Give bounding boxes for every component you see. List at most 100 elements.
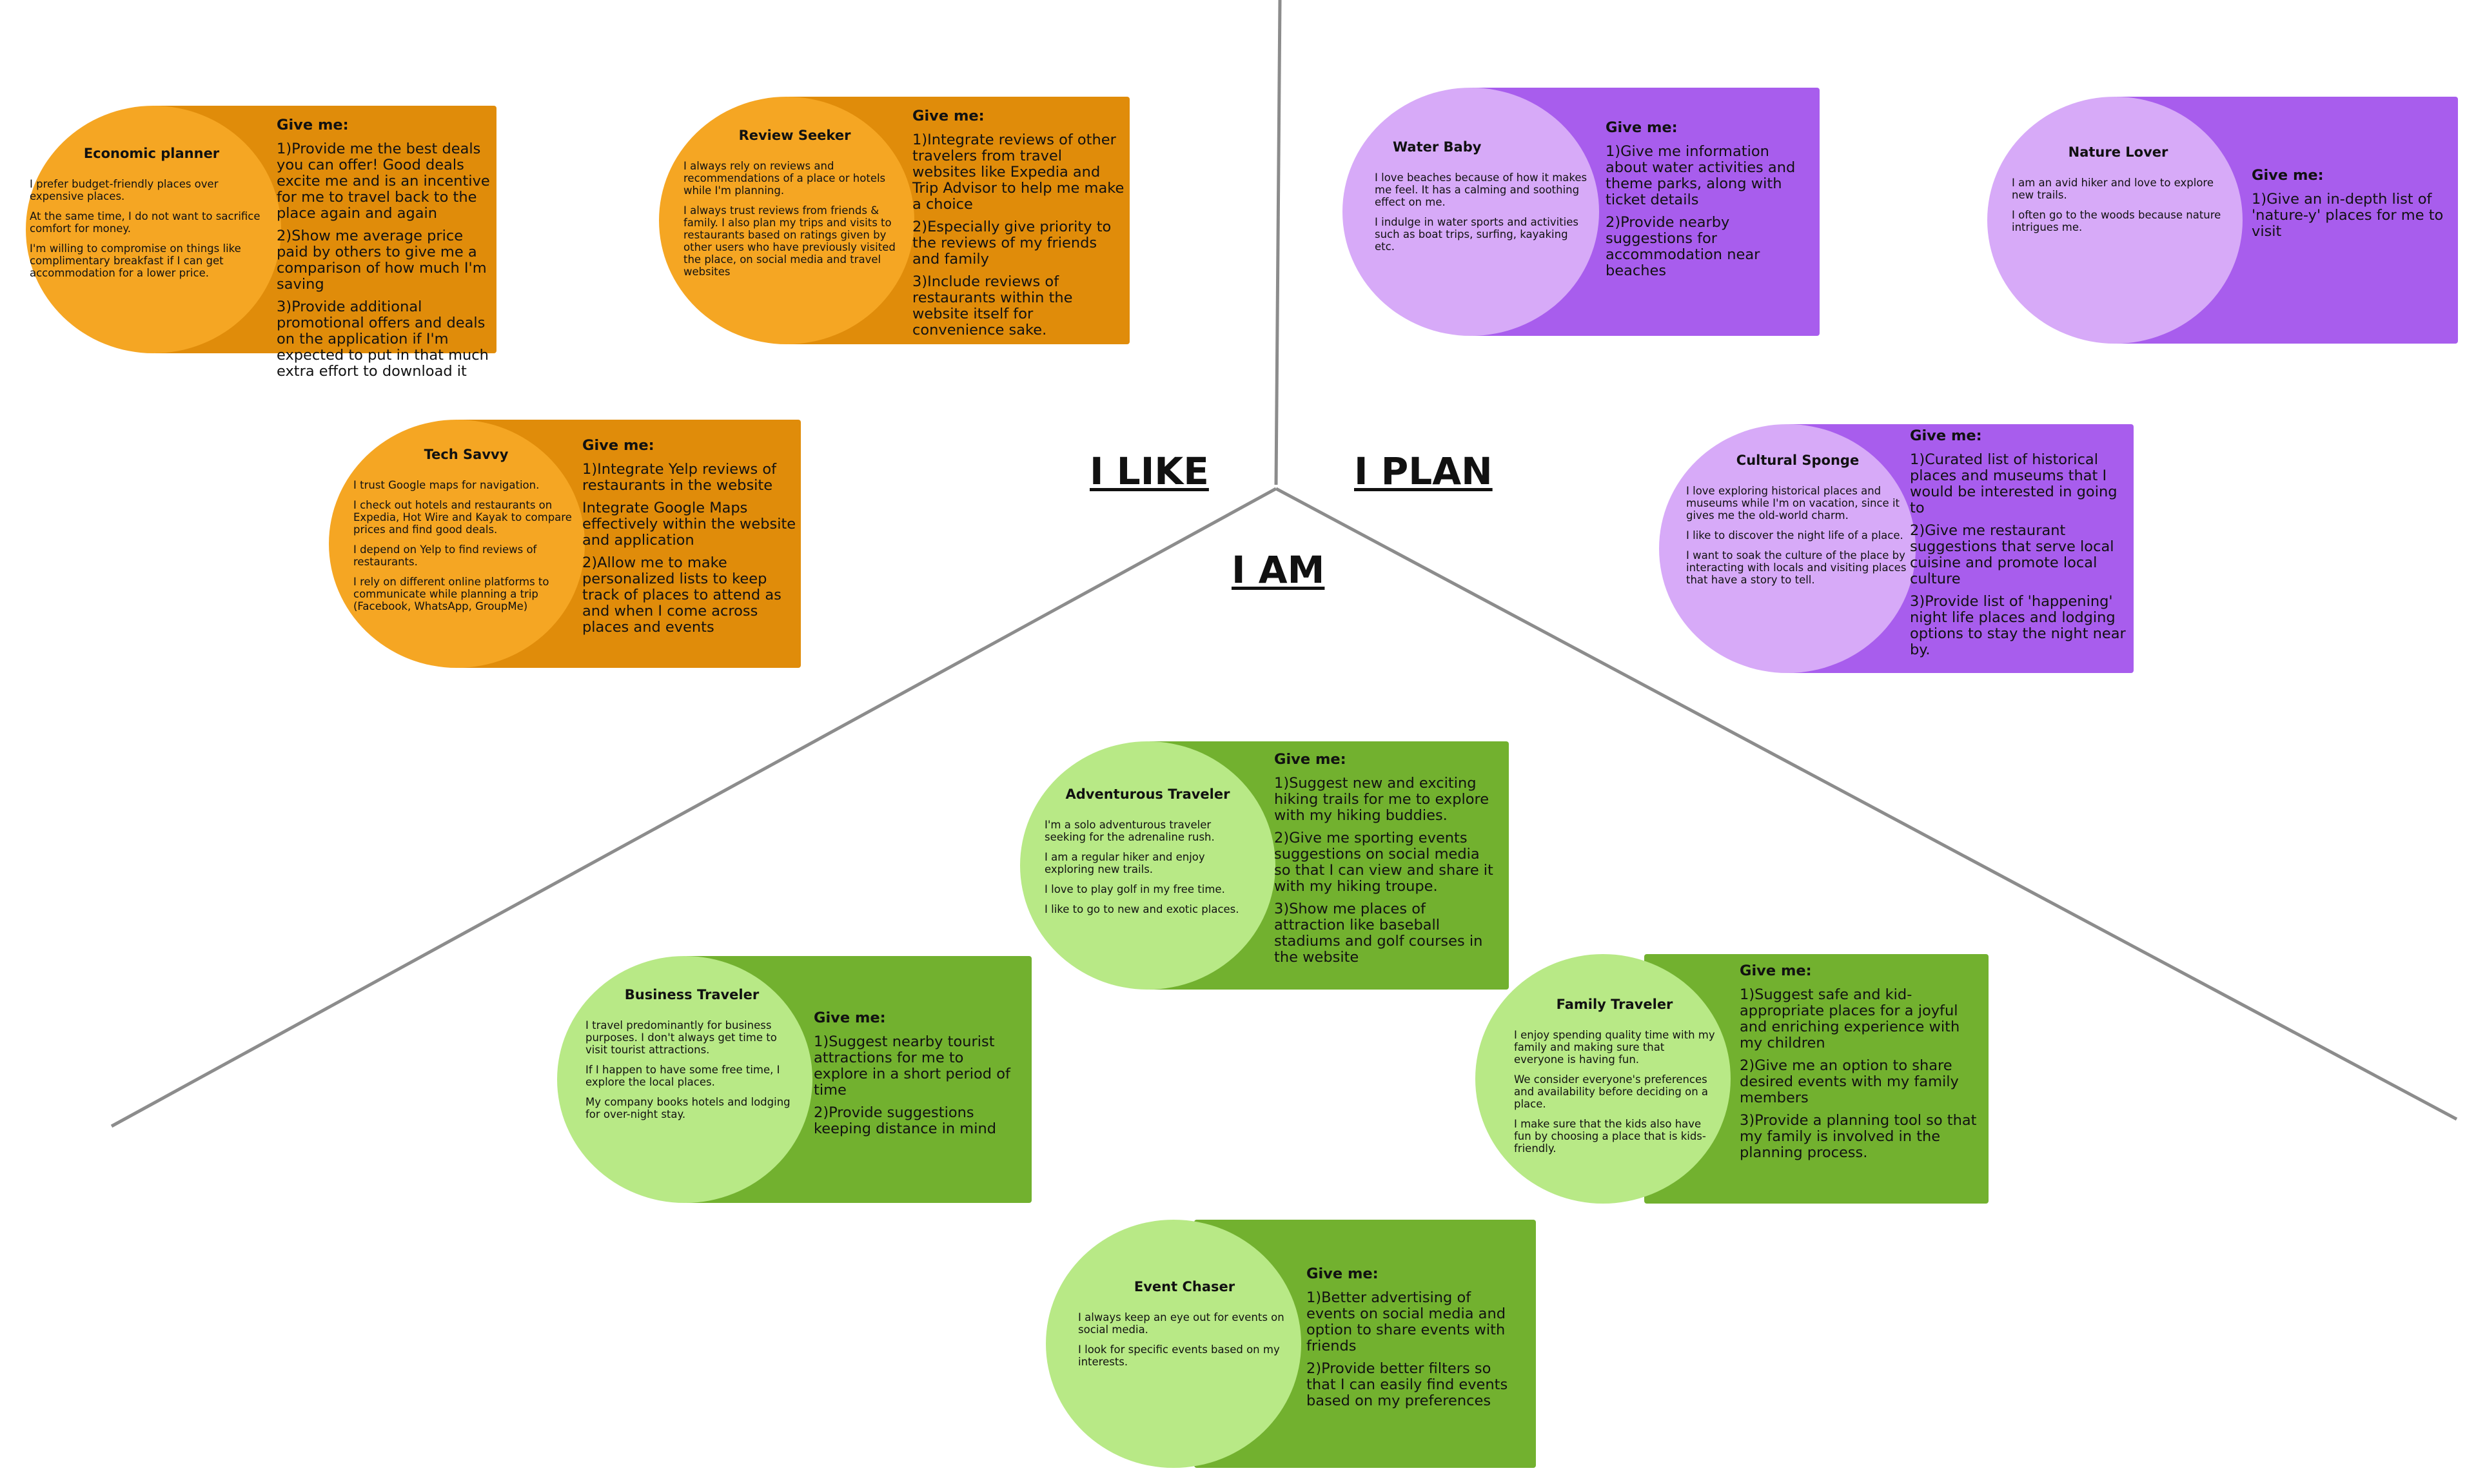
give-me-heading: Give me:: [1306, 1265, 1379, 1282]
persona-trait: My company books hotels and lodging for …: [585, 1096, 791, 1120]
needs-list: Give me: 1)Integrate Yelp reviews of res…: [582, 438, 796, 642]
need-item: 1)Suggest safe and kid-appropriate place…: [1740, 986, 1960, 1051]
persona-title: Review Seeker: [738, 128, 851, 143]
need-item: 2)Provide better filters so that I can e…: [1306, 1360, 1508, 1409]
section-label-i-like: I LIKE: [1090, 449, 1209, 493]
persona-trait: I travel predominantly for business purp…: [585, 1019, 777, 1056]
persona-title: Cultural Sponge: [1736, 453, 1860, 468]
needs-list: Give me: 1)Give an in-depth list of 'nat…: [2252, 168, 2451, 246]
give-me-heading: Give me:: [814, 1010, 886, 1026]
need-item: 2)Give me an option to share desired eve…: [1740, 1057, 1959, 1106]
persona-trait: We consider everyone's preferences and a…: [1514, 1073, 1709, 1110]
persona-description: Family Traveler I enjoy spending quality…: [1514, 997, 1715, 1162]
persona-title: Family Traveler: [1556, 997, 1673, 1012]
persona-trait: I make sure that the kids also have fun …: [1514, 1118, 1706, 1155]
persona-description: Business Traveler I travel predominantly…: [585, 987, 798, 1128]
persona-description: Tech Savvy I trust Google maps for navig…: [353, 447, 579, 620]
persona-card-nature-lover: Nature Lover I am an avid hiker and love…: [1987, 97, 2458, 344]
needs-list: Give me: 1)Integrate reviews of other tr…: [912, 108, 1126, 345]
persona-card-tech-savvy: Tech Savvy I trust Google maps for navig…: [329, 420, 801, 668]
need-item: 1)Integrate reviews of other travelers f…: [912, 132, 1125, 213]
persona-circle: [1342, 88, 1599, 336]
need-item: 3)Provide list of 'happening' night life…: [1910, 593, 2126, 658]
give-me-heading: Give me:: [1274, 751, 1346, 768]
persona-card-cultural-sponge: Cultural Sponge I love exploring histori…: [1659, 424, 2134, 673]
section-label-i-plan: I PLAN: [1354, 449, 1493, 493]
persona-trait: I always trust reviews from friends & fa…: [683, 204, 896, 278]
persona-title: Nature Lover: [2068, 144, 2168, 160]
persona-trait: I love to play golf in my free time.: [1045, 883, 1225, 895]
persona-trait: I rely on different online platforms to …: [353, 576, 549, 612]
persona-card-economic-planner: Economic planner I prefer budget-friendl…: [26, 106, 496, 380]
need-item: 2)Provide nearby suggestions for accommo…: [1606, 214, 1760, 279]
persona-trait: I am an avid hiker and love to explore n…: [2012, 177, 2214, 201]
persona-trait: I want to soak the culture of the place …: [1686, 549, 1907, 586]
persona-description: Event Chaser I always keep an eye out fo…: [1078, 1279, 1291, 1376]
give-me-heading: Give me:: [1740, 962, 1812, 979]
persona-description: Adventurous Traveler I'm a solo adventur…: [1045, 786, 1251, 923]
persona-circle: [1020, 741, 1275, 990]
persona-trait: I always rely on reviews and recommendat…: [683, 160, 886, 197]
persona-description: Economic planner I prefer budget-friendl…: [30, 146, 273, 287]
need-item: 1)Integrate Yelp reviews of restaurants …: [582, 461, 777, 494]
need-item: 1)Suggest nearby tourist attractions for…: [814, 1033, 1010, 1098]
persona-trait: I love exploring historical places and m…: [1686, 485, 1900, 522]
need-item: 2)Provide suggestions keeping distance i…: [814, 1104, 997, 1137]
persona-description: Water Baby I love beaches because of how…: [1375, 139, 1587, 260]
need-item: 3)Include reviews of restaurants within …: [912, 273, 1073, 338]
give-me-heading: Give me:: [1910, 427, 1982, 444]
persona-trait: If I happen to have some free time, I ex…: [585, 1064, 780, 1088]
persona-circle: [1987, 97, 2243, 344]
persona-card-business-traveler: Business Traveler I travel predominantly…: [557, 956, 1032, 1203]
persona-circle: [1046, 1220, 1301, 1468]
persona-trait: I like to go to new and exotic places.: [1045, 903, 1239, 915]
persona-trait: I always keep an eye out for events on s…: [1078, 1311, 1284, 1336]
give-me-heading: Give me:: [277, 117, 349, 133]
persona-circle: [329, 420, 585, 668]
persona-trait: I depend on Yelp to find reviews of rest…: [353, 543, 537, 568]
need-item: 2)Give me sporting events suggestions on…: [1274, 830, 1493, 895]
persona-trait: I love beaches because of how it makes m…: [1375, 171, 1587, 208]
persona-trait: I like to discover the night life of a p…: [1686, 529, 1903, 542]
need-item: 2)Show me average price paid by others t…: [277, 228, 487, 293]
persona-circle: [1475, 954, 1731, 1204]
needs-list: Give me: 1)Better advertising of events …: [1306, 1266, 1523, 1416]
persona-description: Nature Lover I am an avid hiker and love…: [2012, 144, 2225, 241]
need-item: 1)Give me information about water activi…: [1606, 143, 1796, 208]
give-me-heading: Give me:: [2252, 167, 2324, 184]
persona-trait: At the same time, I do not want to sacri…: [30, 210, 260, 235]
persona-trait: I enjoy spending quality time with my fa…: [1514, 1029, 1715, 1066]
divider-line-vertical: [1274, 0, 1282, 485]
persona-circle: [1659, 424, 1916, 673]
persona-trait: I'm a solo adventurous traveler seeking …: [1045, 819, 1215, 843]
persona-card-adventurous-traveler: Adventurous Traveler I'm a solo adventur…: [1020, 741, 1509, 990]
need-item: 1)Provide me the best deals you can offe…: [277, 141, 490, 222]
divider-line-left: [110, 487, 1277, 1128]
persona-description: Review Seeker I always rely on reviews a…: [683, 128, 906, 286]
persona-description: Cultural Sponge I love exploring histori…: [1686, 453, 1909, 594]
need-item: 3)Provide a planning tool so that my fam…: [1740, 1112, 1977, 1161]
need-item: 3)Show me places of attraction like base…: [1274, 901, 1483, 966]
need-item: 1)Better advertising of events on social…: [1306, 1289, 1506, 1354]
persona-title: Business Traveler: [624, 987, 760, 1002]
persona-circle: [26, 106, 281, 353]
persona-title: Water Baby: [1393, 139, 1482, 155]
needs-list: Give me: 1)Suggest nearby tourist attrac…: [814, 1010, 1020, 1144]
needs-list: Give me: 1)Provide me the best deals you…: [277, 117, 491, 386]
persona-trait: I am a regular hiker and enjoy exploring…: [1045, 851, 1205, 875]
need-item: 3)Provide additional promotional offers …: [277, 298, 489, 380]
persona-card-water-baby: Water Baby I love beaches because of how…: [1342, 88, 1820, 336]
persona-trait: I often go to the woods because nature i…: [2012, 209, 2221, 233]
give-me-heading: Give me:: [1606, 119, 1678, 136]
persona-circle: [557, 956, 812, 1203]
persona-trait: I indulge in water sports and activities…: [1375, 216, 1579, 253]
give-me-heading: Give me:: [912, 108, 985, 124]
persona-title: Tech Savvy: [424, 447, 509, 462]
need-item: 2)Especially give priority to the review…: [912, 219, 1112, 268]
persona-circle: [659, 97, 914, 344]
persona-trait: I trust Google maps for navigation.: [353, 479, 540, 491]
need-item: 1)Curated list of historical places and …: [1910, 451, 2117, 516]
need-item: 2)Allow me to make personalized lists to…: [582, 554, 781, 636]
need-item: 1)Suggest new and exciting hiking trails…: [1274, 775, 1489, 824]
